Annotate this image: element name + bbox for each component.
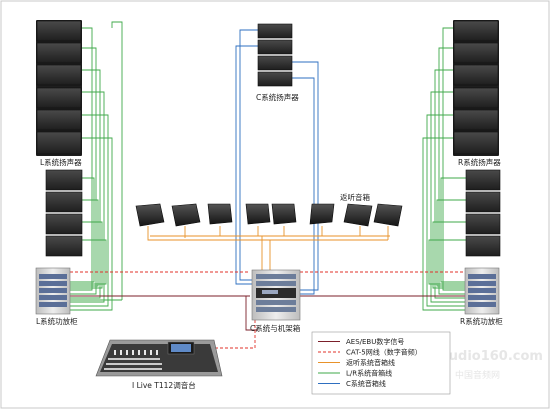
legend-item: CAT-5网线（数字音频） bbox=[318, 348, 422, 357]
r-subwoofer-stack bbox=[465, 169, 501, 257]
legend-label: L/R系统音箱线 bbox=[346, 369, 392, 378]
monitor-5 bbox=[271, 203, 297, 225]
watermark-main: audio160.com bbox=[440, 349, 543, 364]
cat5-lines bbox=[70, 271, 465, 349]
label-l-amp: L系统功放柜 bbox=[36, 316, 78, 326]
legend-label: C系统音箱线 bbox=[346, 379, 386, 388]
label-c-speaker: C系统扬声器 bbox=[256, 92, 299, 102]
monitor-8 bbox=[373, 203, 403, 227]
legend-item: C系统音箱线 bbox=[318, 379, 386, 388]
l-line-array bbox=[36, 20, 82, 156]
legend-label: 返听系统音箱线 bbox=[346, 358, 395, 367]
label-r-amp: R系统功放柜 bbox=[460, 316, 503, 326]
monitor-2 bbox=[171, 203, 201, 227]
legend-label: AES/EBU数字信号 bbox=[346, 337, 404, 346]
lr-speaker-lines-right bbox=[422, 27, 466, 311]
l-amp-rack bbox=[35, 267, 71, 315]
label-console: I Live T112调音台 bbox=[132, 380, 196, 390]
monitor-lines bbox=[147, 226, 390, 272]
legend-item: L/R系统音箱线 bbox=[318, 369, 392, 378]
c-system-rack bbox=[251, 269, 301, 321]
l-subwoofer-stack bbox=[45, 169, 83, 257]
label-c-rack: C系统与机架箱 bbox=[250, 323, 301, 333]
monitor-4 bbox=[245, 203, 271, 225]
aes-lines bbox=[70, 295, 465, 331]
legend-item: 返听系统音箱线 bbox=[318, 358, 395, 367]
c-line-array bbox=[257, 23, 293, 87]
monitor-1 bbox=[135, 203, 165, 227]
wiring bbox=[70, 21, 466, 349]
c-speaker-lines bbox=[235, 29, 319, 295]
legend-label: CAT-5网线（数字音频） bbox=[346, 348, 422, 357]
monitor-6 bbox=[309, 203, 335, 225]
r-line-array bbox=[453, 20, 499, 156]
label-r-speaker: R系统扬声器 bbox=[458, 157, 501, 167]
label-l-speaker: L系统扬声器 bbox=[40, 157, 82, 167]
mixing-console bbox=[95, 339, 223, 377]
label-monitor: 返听音箱 bbox=[340, 192, 370, 202]
watermark-sub: 中国音频网 bbox=[455, 369, 500, 381]
monitor-speakers bbox=[135, 203, 403, 227]
monitor-3 bbox=[207, 203, 233, 225]
legend: AES/EBU数字信号 CAT-5网线（数字音频）返听系统音箱线 L/R系统音箱线C… bbox=[311, 331, 451, 395]
legend-item: AES/EBU数字信号 bbox=[318, 337, 404, 346]
monitor-7 bbox=[343, 203, 373, 227]
lr-speaker-lines-left bbox=[70, 21, 123, 311]
r-amp-rack bbox=[464, 267, 500, 315]
